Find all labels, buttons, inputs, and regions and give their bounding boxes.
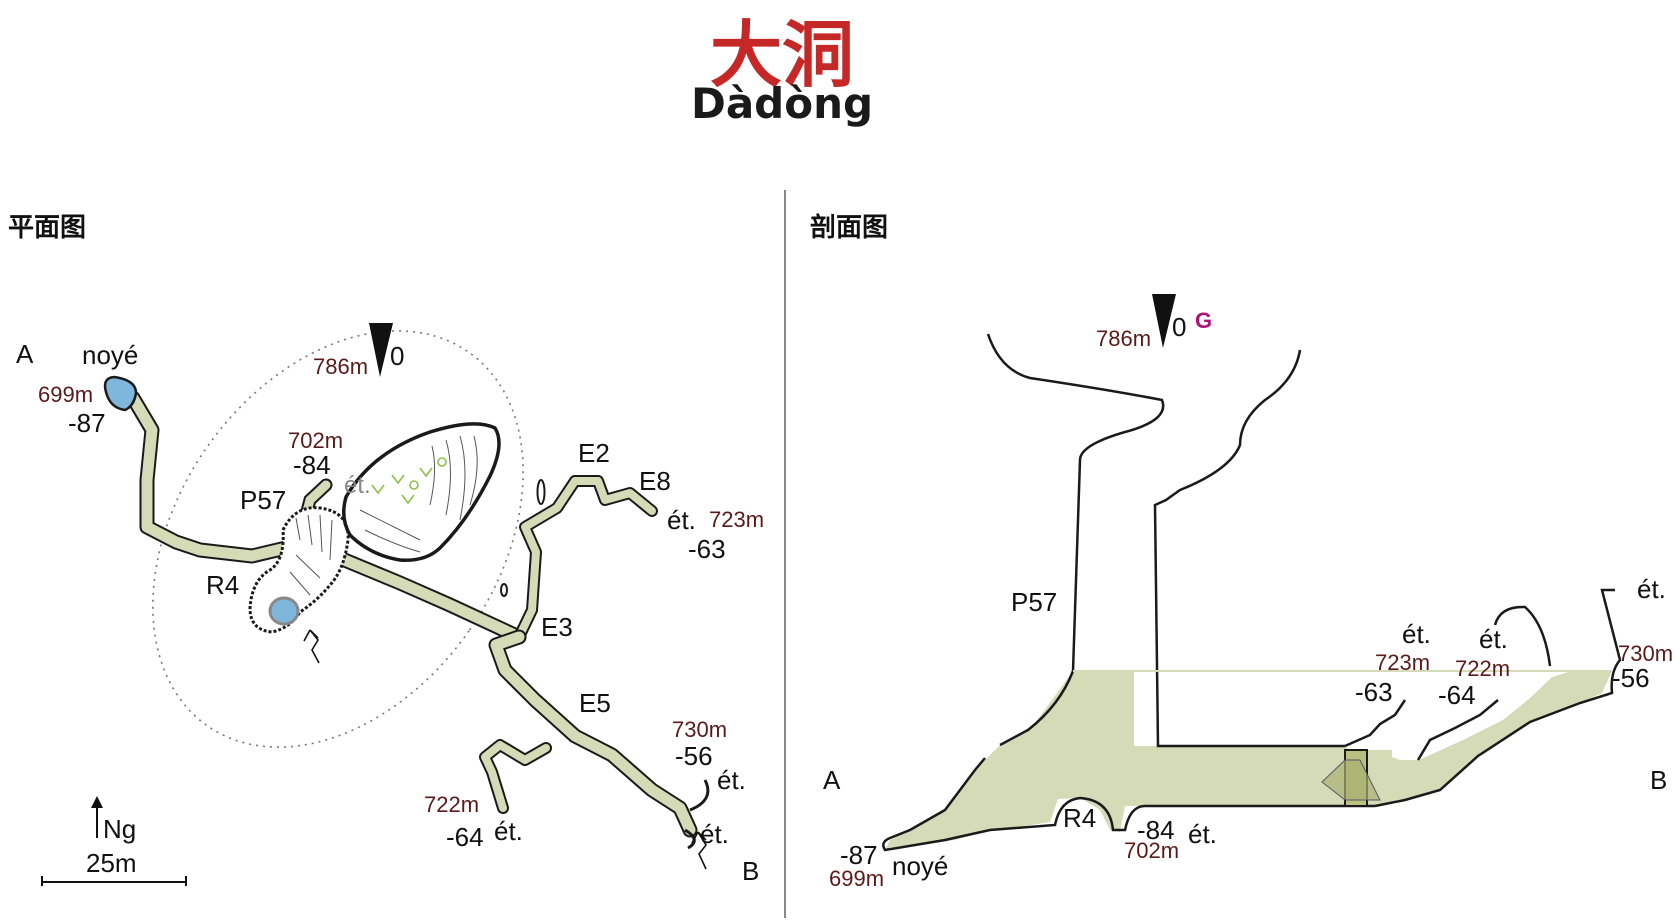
plan-label-et-722: ét. [494,816,523,846]
vegetation-icon [371,457,447,505]
section-depth-56: -56 [1612,663,1650,693]
plan-label-r4: R4 [206,570,239,600]
section-label-a: A [823,765,841,795]
plan-alt-730: 730m [672,717,727,742]
plan-label-et-730: ét. [717,765,746,795]
section-label-r4: R4 [1063,803,1096,833]
plan-alt-723: 723m [709,507,764,532]
sump-pool [103,375,138,412]
north-arrow-icon [91,796,103,838]
slope-arrow-b-icon [691,831,707,870]
collapse-hatching [359,435,478,553]
plan-zero: 0 [390,341,404,371]
plan-label-noye: noyé [82,340,138,370]
plan-label-et-b: ét. [700,819,729,849]
plan-heading: 平面图 [8,213,86,243]
surface-depression-outline [152,330,524,748]
section-entrance-marker-icon [1152,294,1176,348]
section-passage-fill [885,670,1612,850]
slope-arrow-icon [303,629,320,664]
entrance-small-1 [536,479,546,505]
plan-depth-87: -87 [68,408,106,438]
plan-alt-702: 702m [288,428,343,453]
section-alt-730: 730m [1618,641,1673,666]
section-zero: 0 [1172,312,1186,342]
section-label-et-730: ét. [1637,574,1666,604]
plan-depth-64: -64 [446,822,484,852]
section-outline-left [986,333,1165,747]
section-depth-64: -64 [1438,680,1476,710]
north-label: Ng [103,814,136,844]
title-pinyin: Dàdòng [691,79,873,128]
section-view: 剖面图 786m 0 G P57 ét. 723m -63 ét. 722m -… [810,212,1673,891]
section-outline-right [1153,349,1345,748]
section-label-noye: noyé [892,851,948,881]
plan-label-e2: E2 [578,438,610,468]
plan-label-et-e8: ét. [667,505,696,535]
section-label-et-723: ét. [1402,619,1431,649]
entrance-marker-icon [369,323,393,377]
plan-view: 平面图 Ng 25m [8,213,764,886]
section-g-marker: G [1195,308,1212,333]
plan-label-et-shaft: ét. [344,472,371,499]
r4-pool [268,596,300,626]
plan-depth-56: -56 [675,741,713,771]
plan-alt-786: 786m [313,354,368,379]
section-label-et-84: ét. [1188,819,1217,849]
section-sump-detail [1321,749,1381,807]
scale-bar [41,876,187,886]
plan-alt-722: 722m [424,792,479,817]
section-label-p57: P57 [1011,587,1057,617]
section-alt-722: 722m [1455,656,1510,681]
plan-alt-699: 699m [38,382,93,407]
section-label-b: B [1650,765,1667,795]
section-label-et-722: ét. [1479,624,1508,654]
section-alt-699: 699m [829,866,884,891]
section-outline-floor [882,757,1375,852]
section-depth-84: -84 [1137,815,1175,845]
entrance-small-2 [500,583,508,597]
collapse-zone [342,422,501,562]
plan-depth-84: -84 [293,450,331,480]
title-chinese: 大洞 [710,13,854,97]
plan-label-e8: E8 [639,466,671,496]
section-heading: 剖面图 [810,212,888,243]
section-alt-723: 723m [1375,650,1430,675]
scale-label: 25m [86,848,137,878]
plan-label-p57: P57 [240,485,286,515]
section-depth-63: -63 [1355,677,1393,707]
plan-label-e3: E3 [541,612,573,642]
section-upper-branches [1344,699,1499,761]
section-alt-786: 786m [1096,326,1151,351]
shaft-hatching [289,514,333,596]
section-depth-87: -87 [840,840,878,870]
section-outline-east [1374,588,1622,808]
plan-label-b: B [742,856,759,886]
plan-label-e5: E5 [579,688,611,718]
section-alt-702: 702m [1124,838,1179,863]
plan-label-a: A [16,339,34,369]
plan-depth-63: -63 [688,534,726,564]
